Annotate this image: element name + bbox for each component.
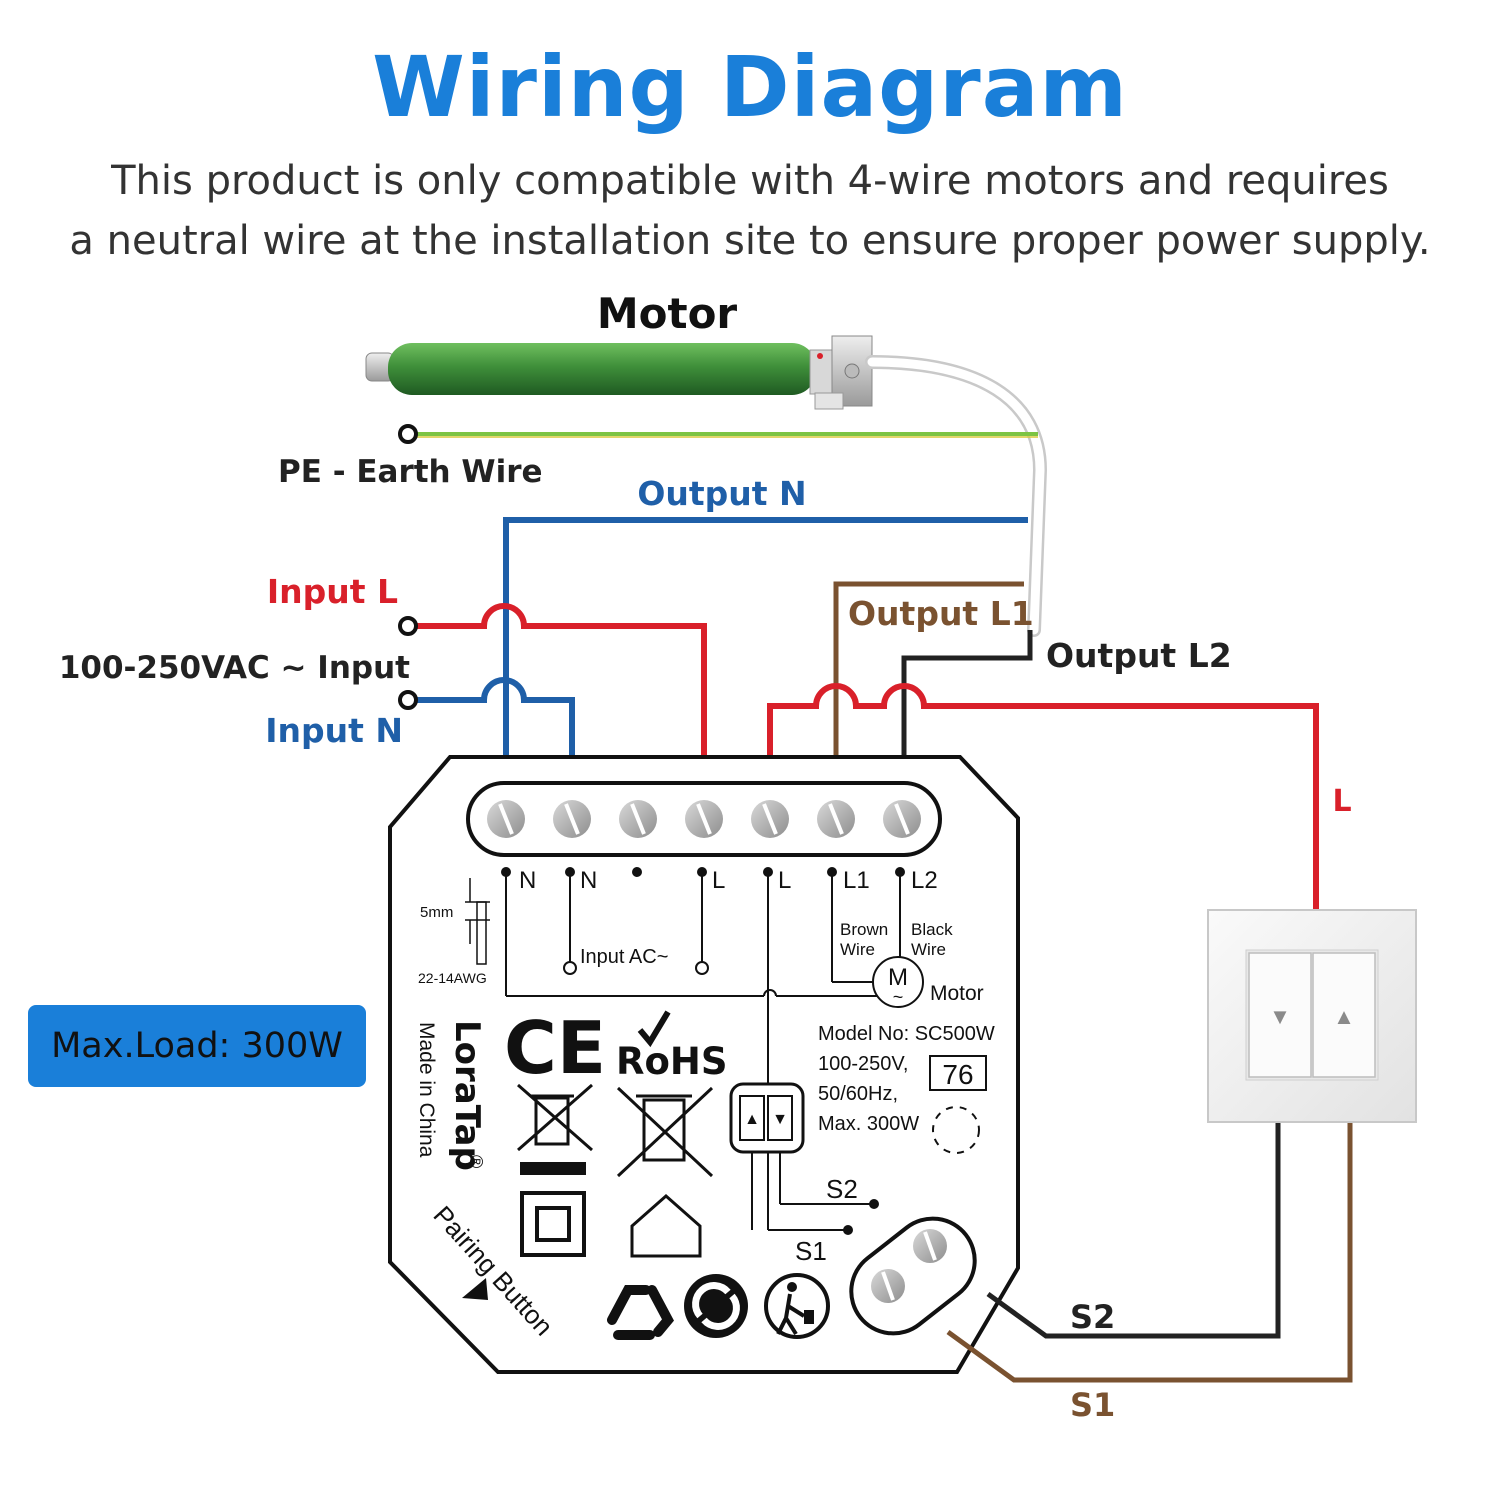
mini-switch-down-arrow: ▼ (772, 1111, 788, 1128)
relay-module: N N L L L1 L2 M ~ M (388, 755, 1020, 1374)
input-n-wire (416, 677, 575, 756)
input-ac-label: Input AC~ (580, 946, 668, 968)
output-l1-wire (833, 581, 1024, 756)
tidy-man-icon (764, 1273, 830, 1339)
brand-logo: LoraTap (447, 1020, 487, 1171)
wire-gauge-label: 22-14AWG (418, 970, 487, 986)
terminal-label-l1: L (712, 867, 725, 894)
pe-earth-label: PE - Earth Wire (278, 454, 543, 490)
switch-up-arrow-icon: ▲ (1333, 1004, 1355, 1029)
input-l-terminal (398, 616, 418, 636)
mini-switch-up-arrow: ▲ (744, 1111, 760, 1128)
terminal-label-l2: L (778, 867, 791, 894)
internal-s2-label: S2 (826, 1174, 858, 1204)
recycle-icon (607, 1285, 674, 1340)
spec-frequency: 50/60Hz, (818, 1083, 898, 1105)
subtitle-line-1: This product is only compatible with 4-w… (111, 158, 1389, 204)
switch-down-button[interactable] (1248, 952, 1312, 1078)
switch-l-label: L (1332, 784, 1351, 819)
terminal-label-out-l1: L1 (843, 867, 870, 894)
input-l-label: Input L (267, 572, 398, 611)
s-terminal-pod (849, 1216, 977, 1336)
weee-bin-icon (517, 1083, 593, 1152)
switch-l-wire (767, 683, 1319, 910)
earth-terminal (398, 424, 418, 444)
pairing-arrow-icon (462, 1278, 488, 1300)
input-n-label: Input N (265, 711, 403, 750)
terminal-label-n2: N (580, 867, 597, 894)
input-voltage-label: 100-250VAC ~ Input (59, 650, 410, 686)
spec-max-power: Max. 300W (818, 1113, 919, 1135)
motor-label: Motor (597, 289, 738, 338)
rohs-mark: RoHS (616, 1040, 728, 1083)
indoor-use-icon (630, 1193, 702, 1258)
model-label: Model No: SC500W (818, 1023, 995, 1045)
motor-text: Motor (930, 982, 984, 1005)
subtitle-line-2: a neutral wire at the installation site … (69, 218, 1431, 264)
wall-switch[interactable] (1207, 909, 1417, 1123)
terminal-label-out-l2: L2 (911, 867, 938, 894)
s2-wire (986, 1120, 1281, 1339)
motor-tube (365, 335, 873, 410)
temp-rating-box (929, 1055, 987, 1091)
rohs-check-icon (637, 1010, 671, 1048)
green-dot-icon (684, 1274, 748, 1338)
motor-symbol-tilde: ~ (893, 987, 904, 1007)
brown-wire-label-2: Wire (840, 940, 875, 959)
output-n-label: Output N (637, 474, 806, 513)
brown-wire-label-1: Brown (840, 920, 888, 939)
internal-s1-label: S1 (795, 1236, 827, 1266)
max-load-badge: Max.Load: 300W (28, 1005, 366, 1087)
dashed-circle-icon (932, 1106, 980, 1154)
weee-bar-icon (520, 1162, 586, 1175)
strip-length-icon (465, 878, 490, 965)
motor-symbol-m: M (888, 964, 908, 991)
terminal-screws (487, 800, 921, 838)
terminal-label-n1: N (519, 867, 536, 894)
weee-bin-icon-2 (616, 1086, 714, 1178)
s1-wire (946, 1120, 1353, 1383)
made-in-label: Made in China (415, 1022, 438, 1158)
strip-length-label: 5mm (420, 904, 453, 921)
black-wire-label-1: Black (911, 920, 953, 939)
double-insulation-icon (520, 1191, 586, 1257)
black-wire-label-2: Wire (911, 940, 946, 959)
input-n-terminal (398, 690, 418, 710)
temp-rating: 76 (942, 1059, 973, 1090)
s2-label: S2 (1070, 1298, 1115, 1336)
output-l2-label: Output L2 (1046, 636, 1232, 675)
input-l-wire (416, 603, 707, 756)
ce-mark: CE (504, 1006, 606, 1090)
spec-voltage: 100-250V, (818, 1053, 908, 1075)
output-l2-wire (901, 630, 1033, 756)
page-title: Wiring Diagram (372, 38, 1128, 136)
registered-mark: ® (466, 1155, 486, 1168)
internal-schematic (505, 872, 901, 1231)
switch-down-arrow-icon: ▼ (1269, 1004, 1291, 1029)
switch-up-button[interactable] (1312, 952, 1376, 1078)
output-l1-label: Output L1 (848, 594, 1034, 633)
s1-label: S1 (1070, 1386, 1115, 1424)
motor-symbol (872, 956, 924, 1008)
